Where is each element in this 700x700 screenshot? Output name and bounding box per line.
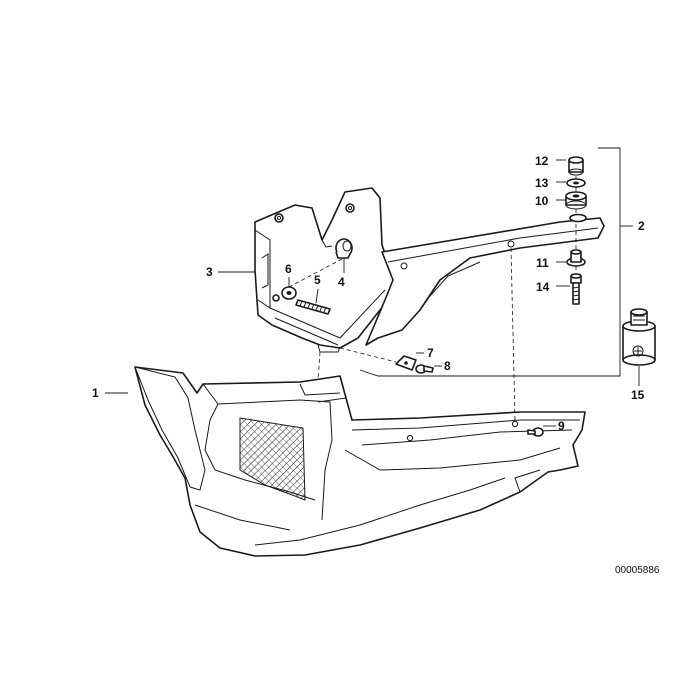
nut-6 <box>281 286 297 300</box>
callout-15: 15 <box>631 388 645 402</box>
spacer-11 <box>566 249 586 267</box>
bolt-14 <box>570 273 582 305</box>
clip-nut-7 <box>395 355 417 371</box>
belly-pan <box>134 366 586 557</box>
callout-12: 12 <box>535 154 549 168</box>
callout-11: 11 <box>536 256 549 270</box>
cylinder-part-15 <box>622 308 656 366</box>
callout-7: 7 <box>427 346 434 360</box>
callout-13: 13 <box>535 176 549 190</box>
callout-4: 4 <box>338 275 345 289</box>
mounting-bracket <box>254 187 396 353</box>
rubber-buffer-4 <box>335 238 353 259</box>
callout-6: 6 <box>285 262 292 276</box>
washer-13 <box>566 178 586 188</box>
screw-9 <box>527 427 544 437</box>
callout-8: 8 <box>444 359 451 373</box>
callout-10: 10 <box>535 194 549 208</box>
callout-9: 9 <box>558 419 565 433</box>
rubber-mount-10 <box>565 191 587 210</box>
screw-8 <box>415 364 434 374</box>
assembly-lines <box>288 176 577 421</box>
support-arm <box>365 213 605 346</box>
leader-lines <box>105 147 640 427</box>
callout-5: 5 <box>314 273 321 287</box>
callout-2: 2 <box>638 219 645 233</box>
stud-5 <box>295 299 331 315</box>
callout-3: 3 <box>206 265 213 279</box>
callouts: 1 2 3 4 5 6 7 8 9 10 11 12 13 14 15 <box>92 154 645 433</box>
callout-1: 1 <box>92 386 99 400</box>
callout-14: 14 <box>536 280 550 294</box>
document-number: 00005886 <box>615 565 660 576</box>
sleeve-12 <box>568 156 584 176</box>
mesh-grille <box>239 417 306 501</box>
